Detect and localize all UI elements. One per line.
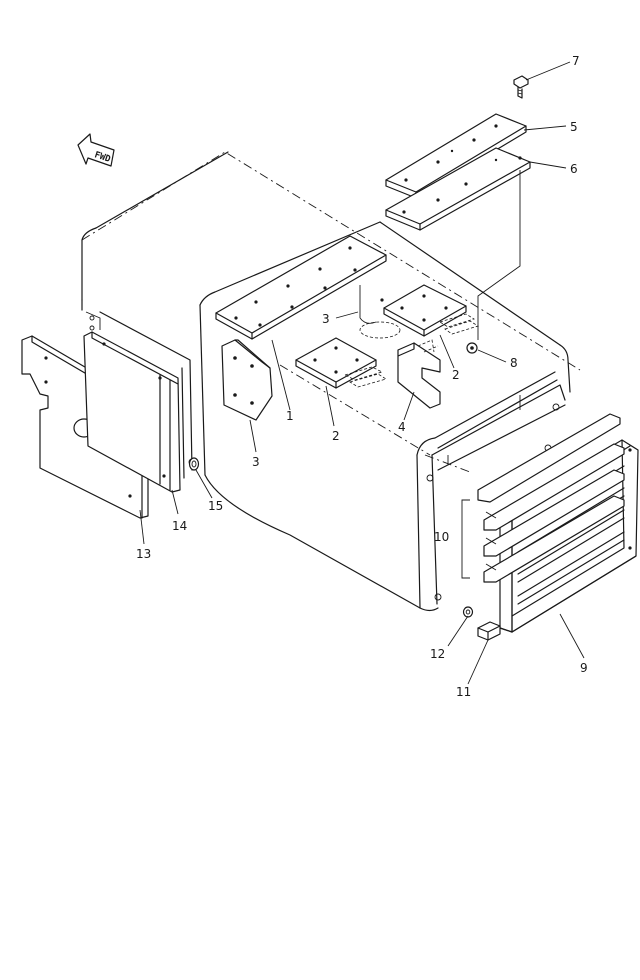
callout-3-front: 3 xyxy=(252,455,260,469)
callout-1: 1 xyxy=(286,409,294,423)
callout-10: 10 xyxy=(434,530,449,544)
part-3-bracket-rear xyxy=(359,285,401,339)
part-8-nut xyxy=(466,342,478,354)
callout-15: 15 xyxy=(208,499,223,513)
callout-14: 14 xyxy=(172,519,187,533)
part-10-louver-blades xyxy=(461,413,625,583)
part-2-pad-center xyxy=(295,337,387,389)
callout-5: 5 xyxy=(570,120,578,134)
callout-labels: 7 5 6 8 3 1 3 2 2 4 10 9 11 12 13 14 15 xyxy=(136,54,588,699)
part-14-gasket xyxy=(83,331,181,493)
part-3-bracket-front xyxy=(221,339,273,421)
fwd-arrow-icon: FWD xyxy=(77,133,115,167)
part-12-washer xyxy=(462,606,474,618)
leader-lines xyxy=(139,61,585,685)
callout-9: 9 xyxy=(580,661,588,675)
callout-8: 8 xyxy=(510,356,518,370)
part-11-block xyxy=(477,621,501,641)
part-2-pad-right xyxy=(383,284,479,337)
housing-body xyxy=(81,151,581,612)
callout-2-right: 2 xyxy=(452,368,460,382)
callout-4: 4 xyxy=(398,420,406,434)
callout-3-rear: 3 xyxy=(322,312,330,326)
part-7-bolt xyxy=(513,75,529,99)
part-1-top-plate xyxy=(215,235,387,340)
callout-12: 12 xyxy=(430,647,445,661)
callout-7: 7 xyxy=(572,54,580,68)
part-4-c-block xyxy=(397,339,441,409)
callout-13: 13 xyxy=(136,547,151,561)
callout-6: 6 xyxy=(570,162,578,176)
part-15-grommet xyxy=(188,457,200,471)
fwd-label: FWD xyxy=(93,150,112,165)
callout-2-center: 2 xyxy=(332,429,340,443)
callout-11: 11 xyxy=(456,685,471,699)
